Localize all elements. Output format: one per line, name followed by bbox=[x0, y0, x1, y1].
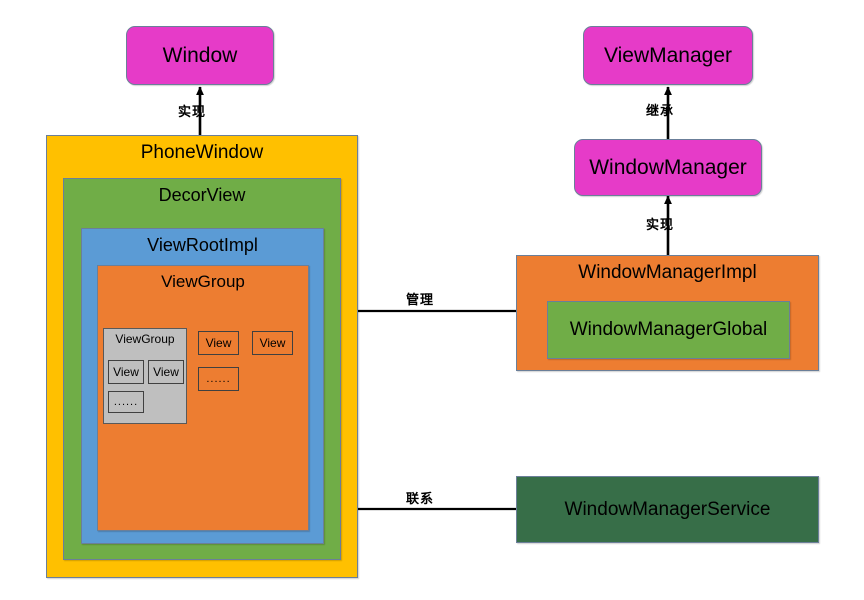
node-window-manager-impl-label: WindowManagerImpl bbox=[578, 262, 757, 283]
node-inner-view-group-label: ViewGroup bbox=[115, 332, 175, 346]
node-view-root-impl-label: ViewRootImpl bbox=[147, 235, 258, 255]
node-window-manager[interactable]: WindowManager bbox=[574, 139, 762, 196]
node-window-manager-global-label: WindowManagerGlobal bbox=[569, 319, 768, 341]
node-window-label: Window bbox=[162, 43, 238, 67]
node-decor-view-label: DecorView bbox=[158, 185, 246, 205]
node-view-manager-label: ViewManager bbox=[603, 43, 733, 67]
chip-outer-view-b[interactable]: View bbox=[252, 331, 293, 355]
chip-outer-view-a[interactable]: View bbox=[198, 331, 239, 355]
node-view-group-label: ViewGroup bbox=[161, 272, 245, 291]
chip-inner-view-b[interactable]: View bbox=[148, 360, 184, 384]
edge-label-implements-window: 实现 bbox=[178, 104, 207, 119]
chip-inner-dots[interactable]: ...... bbox=[108, 391, 144, 413]
node-window-manager-label: WindowManager bbox=[589, 155, 747, 179]
node-window-manager-service[interactable]: WindowManagerService bbox=[516, 476, 819, 543]
chip-outer-dots[interactable]: ...... bbox=[198, 367, 239, 391]
node-window-manager-service-label: WindowManagerService bbox=[564, 498, 771, 520]
edge-label-implements-windowmanager: 实现 bbox=[646, 217, 675, 232]
edge-label-inherits-viewmanager: 继承 bbox=[646, 103, 675, 118]
node-window[interactable]: Window bbox=[126, 26, 274, 85]
chip-inner-view-a[interactable]: View bbox=[108, 360, 144, 384]
edge-label-manages: 管理 bbox=[406, 292, 435, 307]
node-window-manager-global[interactable]: WindowManagerGlobal bbox=[547, 301, 790, 359]
node-phone-window-label: PhoneWindow bbox=[140, 142, 264, 163]
node-view-manager[interactable]: ViewManager bbox=[583, 26, 753, 85]
edge-label-connects: 联系 bbox=[406, 491, 435, 506]
